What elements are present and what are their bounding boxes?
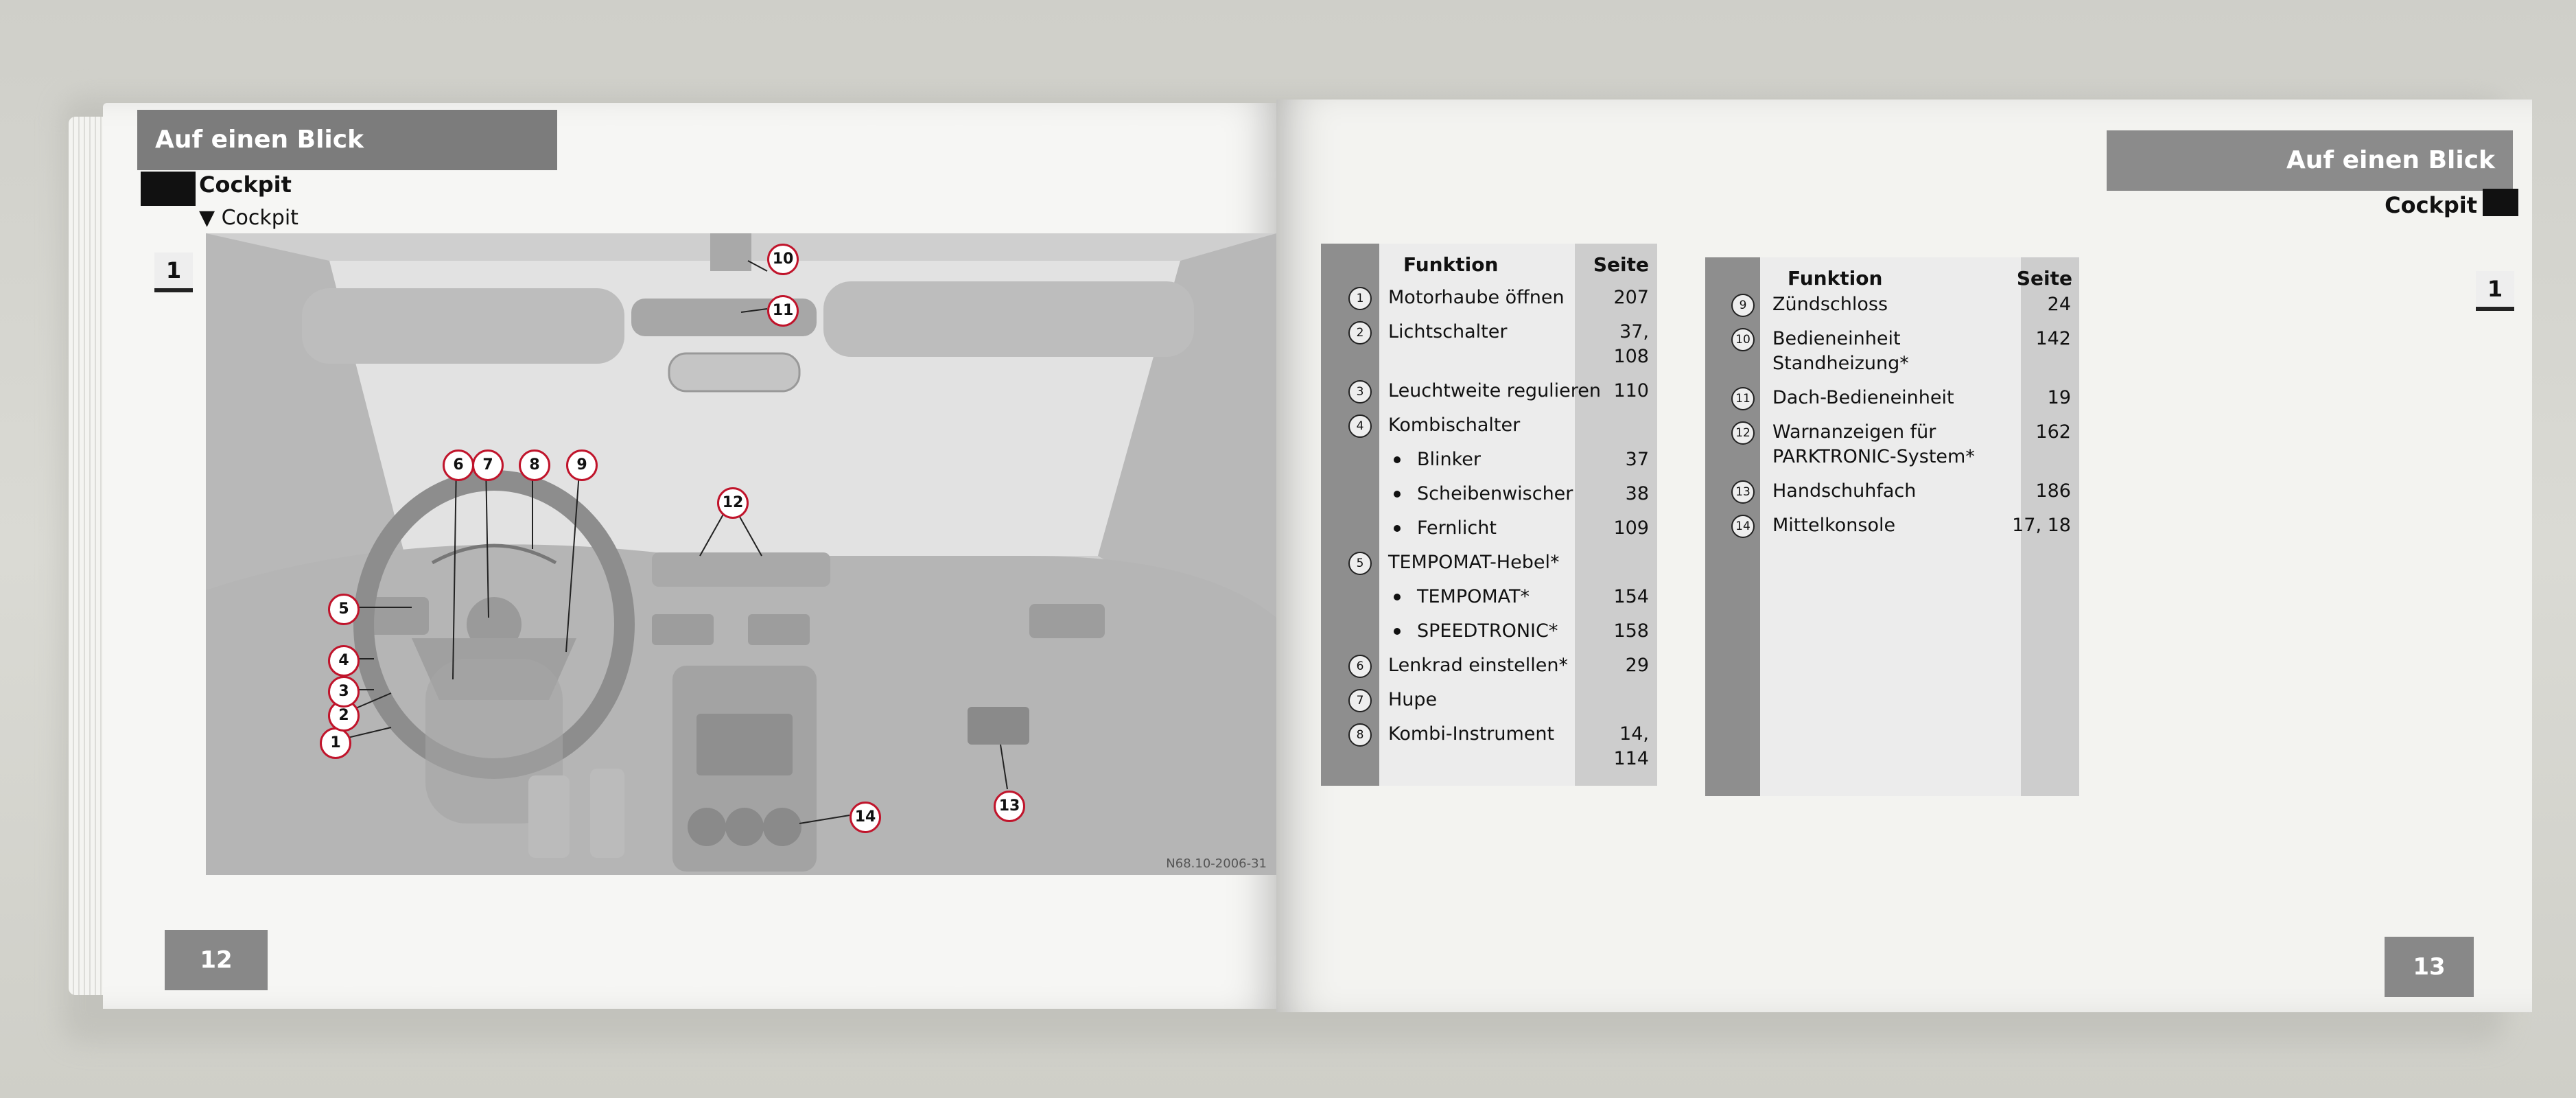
item-number: 12 bbox=[1731, 421, 1755, 445]
function-table-1: Funktion Seite 1 Motorhaube öffnen 207 2 Lic… bbox=[1321, 244, 1657, 786]
item-label: Fernlicht bbox=[1417, 517, 1497, 539]
item-label: Bedieneinheit bbox=[1772, 328, 1901, 349]
cockpit-illustration bbox=[206, 233, 1276, 875]
item-label: Motorhaube öffnen bbox=[1388, 287, 1565, 308]
table1-header-page: Seite bbox=[1593, 253, 1649, 276]
item-page-line2: 114 bbox=[1613, 748, 1649, 769]
page-column bbox=[1575, 244, 1657, 786]
item-label: Lenkrad einstellen* bbox=[1388, 655, 1569, 676]
callout-1: 1 bbox=[320, 727, 351, 759]
item-label-line2: PARKTRONIC-System* bbox=[1772, 446, 1975, 467]
cockpit-figure: 1 2 3 4 5 6 7 8 9 10 11 12 13 14 N68.10-… bbox=[206, 233, 1276, 875]
left-section-tab: Auf einen Blick bbox=[137, 110, 557, 170]
callout-12: 12 bbox=[717, 487, 749, 519]
item-page: 17, 18 bbox=[2012, 515, 2071, 536]
callout-3: 3 bbox=[328, 676, 360, 708]
callout-8: 8 bbox=[519, 449, 550, 481]
item-label: Lichtschalter bbox=[1388, 321, 1508, 342]
callout-13: 13 bbox=[994, 791, 1025, 822]
table2-header-function: Funktion bbox=[1788, 267, 1883, 290]
item-label: Zündschloss bbox=[1772, 294, 1888, 315]
figure-code: N68.10-2006-31 bbox=[1166, 856, 1267, 871]
item-number: 7 bbox=[1348, 689, 1372, 712]
item-label: Scheibenwischer bbox=[1417, 483, 1573, 504]
item-label: Handschuhfach bbox=[1772, 480, 1917, 502]
right-heading-marker bbox=[2483, 189, 2518, 216]
item-page: 29 bbox=[1625, 655, 1649, 676]
bullet-icon bbox=[1394, 491, 1401, 498]
right-page-number: 13 bbox=[2385, 937, 2474, 997]
right-section-tab: Auf einen Blick bbox=[2107, 130, 2513, 191]
bullet-icon bbox=[1394, 628, 1401, 635]
item-page: 37 bbox=[1625, 449, 1649, 470]
item-page: 14, bbox=[1619, 723, 1649, 745]
item-number: 1 bbox=[1348, 287, 1372, 310]
bullet-icon bbox=[1394, 525, 1401, 532]
table2-header-page: Seite bbox=[2016, 267, 2072, 290]
callout-10: 10 bbox=[767, 244, 799, 275]
callout-14: 14 bbox=[850, 802, 881, 833]
item-label: TEMPOMAT* bbox=[1417, 586, 1530, 607]
item-number: 6 bbox=[1348, 655, 1372, 678]
item-number: 2 bbox=[1348, 321, 1372, 344]
item-number: 9 bbox=[1731, 294, 1755, 317]
left-page-number: 12 bbox=[165, 930, 268, 990]
item-page: 37, bbox=[1619, 321, 1649, 342]
callout-7: 7 bbox=[472, 449, 504, 481]
left-heading: Cockpit bbox=[199, 172, 292, 198]
item-number: 8 bbox=[1348, 723, 1372, 747]
table1-header-function: Funktion bbox=[1403, 253, 1499, 276]
item-number: 10 bbox=[1731, 328, 1755, 351]
item-label: Leuchtweite regulieren bbox=[1388, 380, 1602, 401]
item-page: 38 bbox=[1625, 483, 1649, 504]
item-page: 19 bbox=[2047, 387, 2071, 408]
callout-6: 6 bbox=[443, 449, 474, 481]
item-label: Kombi-Instrument bbox=[1388, 723, 1555, 745]
callout-9: 9 bbox=[566, 449, 598, 481]
item-page: 154 bbox=[1613, 586, 1649, 607]
item-number: 4 bbox=[1348, 414, 1372, 438]
item-label: SPEEDTRONIC* bbox=[1417, 620, 1558, 642]
page-column bbox=[2021, 257, 2079, 796]
item-page: 110 bbox=[1613, 380, 1649, 401]
item-label: Kombischalter bbox=[1388, 414, 1521, 436]
item-number: 13 bbox=[1731, 480, 1755, 504]
left-subheading: ▼ Cockpit bbox=[199, 206, 298, 230]
item-label: Blinker bbox=[1417, 449, 1482, 470]
item-page: 24 bbox=[2047, 294, 2071, 315]
callout-2: 2 bbox=[328, 700, 360, 732]
right-heading: Cockpit bbox=[2385, 192, 2477, 218]
item-page: 207 bbox=[1613, 287, 1649, 308]
callout-11: 11 bbox=[767, 295, 799, 327]
item-number: 11 bbox=[1731, 387, 1755, 410]
item-number: 14 bbox=[1731, 515, 1755, 538]
item-page: 142 bbox=[2035, 328, 2071, 349]
function-table-2: Funktion Seite 9 Zündschloss 24 10 Bedienein… bbox=[1705, 257, 2079, 796]
bullet-icon bbox=[1394, 594, 1401, 600]
item-label: Mittelkonsole bbox=[1772, 515, 1896, 536]
item-label-line2: Standheizung* bbox=[1772, 353, 1909, 374]
item-label: TEMPOMAT-Hebel* bbox=[1388, 552, 1560, 573]
item-label: Hupe bbox=[1388, 689, 1438, 710]
item-page: 109 bbox=[1613, 517, 1649, 539]
item-page: 162 bbox=[2035, 421, 2071, 443]
item-page: 186 bbox=[2035, 480, 2071, 502]
item-page: 158 bbox=[1613, 620, 1649, 642]
left-chapter-marker: 1 bbox=[154, 253, 193, 292]
item-label: Dach-Bedieneinheit bbox=[1772, 387, 1954, 408]
heading-marker bbox=[141, 172, 196, 206]
item-label: Warnanzeigen für bbox=[1772, 421, 1936, 443]
callout-5: 5 bbox=[328, 594, 360, 625]
callout-4: 4 bbox=[328, 645, 360, 677]
right-chapter-marker: 1 bbox=[2476, 271, 2514, 311]
bullet-icon bbox=[1394, 456, 1401, 463]
item-page-line2: 108 bbox=[1613, 346, 1649, 367]
item-number: 3 bbox=[1348, 380, 1372, 404]
item-number: 5 bbox=[1348, 552, 1372, 575]
